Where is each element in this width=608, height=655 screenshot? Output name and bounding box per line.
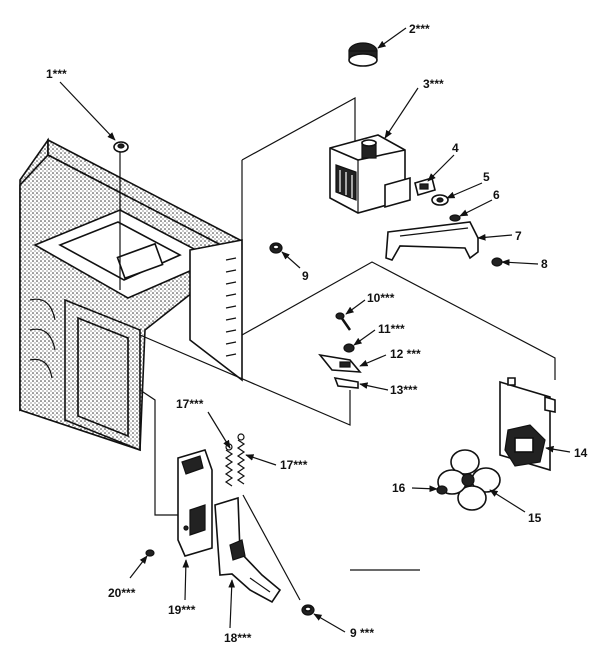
part-15-fan-blade (437, 449, 501, 511)
callout-11: 11*** (378, 322, 405, 336)
callout-9-bottom: 9 *** (350, 626, 374, 640)
callout-4: 4 (452, 141, 459, 155)
vent-slots (225, 257, 237, 357)
part-12-switch (318, 353, 362, 373)
part-10-screw (335, 312, 352, 331)
part-9-screw-top (269, 242, 283, 254)
callout-18: 18*** (224, 631, 252, 645)
part-1-grommet (113, 141, 129, 153)
callout-5: 5 (483, 170, 490, 184)
part-4-thermal-protector (414, 176, 436, 197)
part-18-latch-lever (214, 496, 282, 604)
callout-20: 20*** (108, 586, 136, 600)
callout-8: 8 (541, 257, 548, 271)
callout-9-top: 9 (302, 269, 309, 283)
part-19-latch-holder (177, 449, 213, 557)
part-11-spacer (343, 343, 355, 353)
callout-7: 7 (515, 229, 522, 243)
guide-lines (119, 96, 556, 601)
part-2-antenna-cap (348, 42, 378, 67)
callout-3: 3*** (423, 77, 444, 91)
callout-16: 16 (392, 481, 406, 495)
callout-15: 15 (528, 511, 542, 525)
part-13-bracket (333, 376, 359, 389)
oven-cavity-chassis (19, 137, 243, 452)
callout-19: 19*** (168, 603, 196, 617)
callout-1: 1*** (46, 67, 67, 81)
part-5-gasket (431, 194, 449, 206)
part-9-screw-bottom (301, 604, 315, 616)
callout-2: 2*** (409, 22, 430, 36)
part-7-air-guide (385, 221, 479, 261)
callout-12: 12 *** (390, 347, 421, 361)
callout-17-left: 17*** (176, 397, 204, 411)
leader-arrows (59, 27, 571, 633)
part-17-springs (224, 433, 246, 487)
callout-17-right: 17*** (280, 458, 308, 472)
part-6-screw (449, 214, 461, 222)
callout-14: 14 (574, 446, 588, 460)
part-3-magnetron (329, 134, 411, 214)
callout-10: 10*** (367, 291, 395, 305)
part-14-fan-motor-bracket (499, 377, 556, 472)
part-20-screw (145, 549, 155, 557)
part-16-screw (436, 485, 448, 495)
callout-6: 6 (493, 188, 500, 202)
part-8-screw (491, 257, 503, 267)
callout-13: 13*** (390, 383, 418, 397)
callout-labels: 1*** 2*** 3*** 4 5 6 7 8 9 10*** 11*** 1… (46, 22, 588, 645)
